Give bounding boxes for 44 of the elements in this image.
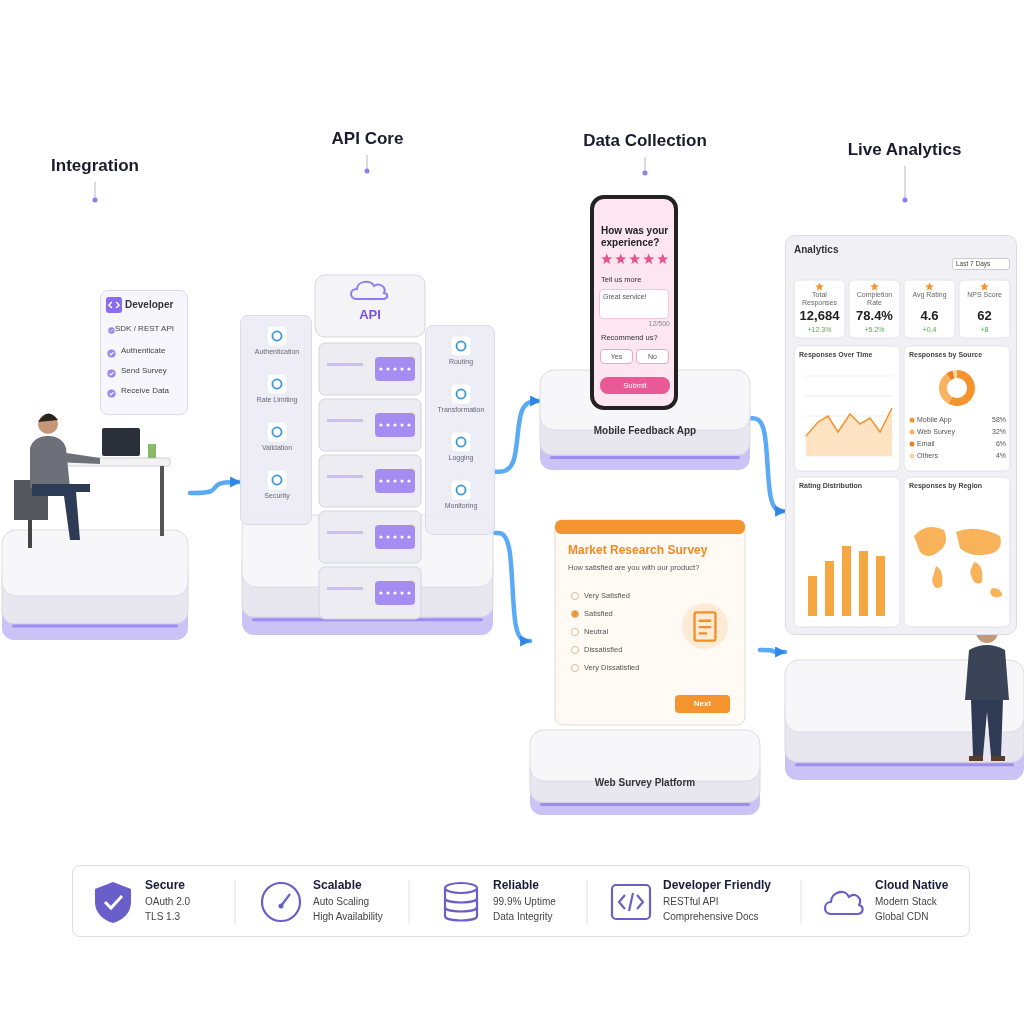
feature-strip [72, 865, 970, 937]
list-item: Receive Data [121, 386, 171, 396]
dashboard-title: Analytics [794, 244, 840, 256]
stat-value: 62 [976, 308, 993, 324]
feature-title: Scalable [313, 878, 363, 893]
feature-detail: 99.9% Uptime [493, 896, 557, 908]
section-heading: Data Collection [582, 131, 708, 152]
platform-label: Web Survey Platform [593, 777, 697, 789]
question-text: How was your experience? [601, 225, 670, 249]
feature-detail: High Availability [313, 911, 384, 923]
feature-detail: Comprehensive Docs [663, 911, 760, 923]
list-item: SDK / REST API [115, 324, 175, 334]
feature-detail: TLS 1.3 [145, 911, 182, 923]
data-flow-arrow [492, 530, 533, 647]
section-heading: Live Analytics [846, 140, 963, 161]
section-heading: API Core [330, 129, 405, 150]
feature-detail: OAuth 2.0 [145, 896, 192, 908]
panel-heading: Developer [125, 299, 175, 311]
feature-panel [425, 325, 495, 535]
platform-label: Mobile Feedback App [592, 425, 698, 437]
developer-panel [100, 290, 188, 415]
feature-title: Reliable [493, 878, 541, 893]
stat-value: 4.6 [919, 308, 940, 324]
stat-value: 12,684 [798, 308, 841, 324]
data-flow-arrow [757, 646, 788, 658]
server-label: API [358, 307, 382, 323]
list-item: Send Survey [121, 366, 168, 376]
feature-detail: Auto Scaling [313, 896, 371, 908]
list-item: Authenticate [121, 346, 167, 356]
stat-value: 78.4% [855, 308, 894, 324]
survey-title: Market Research Survey [568, 543, 709, 558]
data-flow-arrow [187, 476, 243, 496]
feature-detail: Data Integrity [493, 911, 554, 923]
feature-panel [240, 315, 312, 525]
dashboard-panel [785, 235, 1017, 635]
feature-title: Cloud Native [875, 878, 950, 893]
feature-title: Developer Friendly [663, 878, 773, 893]
feature-detail: Modern Stack [875, 896, 938, 908]
next-button: Next [675, 695, 730, 713]
smartphone [590, 195, 678, 410]
section-heading: Integration [50, 156, 140, 177]
feature-detail: RESTful API [663, 896, 720, 908]
feature-title: Secure [145, 878, 187, 893]
feature-detail: Global CDN [875, 911, 930, 923]
